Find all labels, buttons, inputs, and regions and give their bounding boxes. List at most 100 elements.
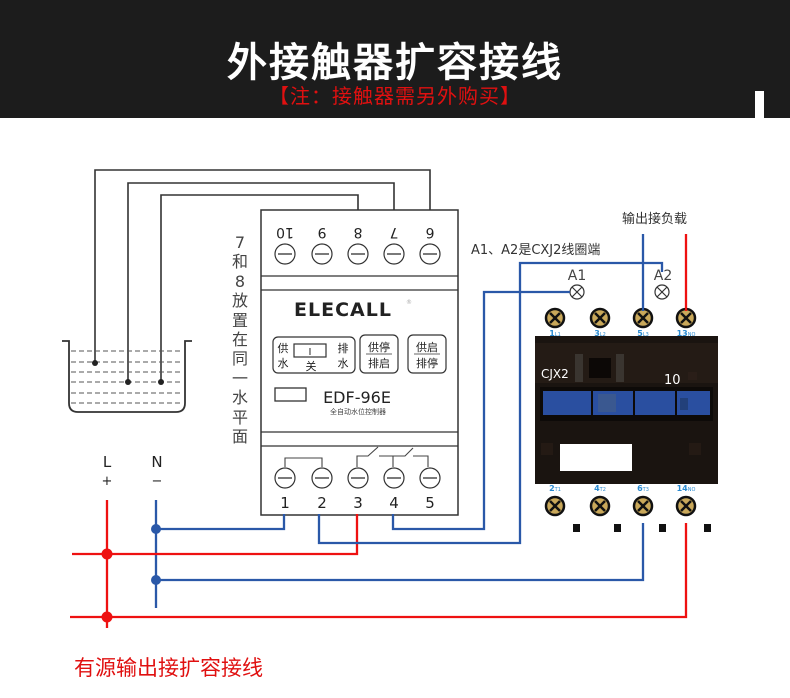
contactor-terminal-label: 1L1 xyxy=(549,329,561,338)
svg-text:供: 供 xyxy=(278,341,289,355)
mode-button-supply-stop[interactable]: 供停 排启 xyxy=(359,334,399,374)
relay-symbol xyxy=(284,446,429,467)
junction-dots xyxy=(101,524,161,623)
terminal-label: 3 xyxy=(353,494,363,512)
model-subtitle: 全自动水位控制器 xyxy=(330,407,386,416)
contactor-bottom-terminal: 4T2 xyxy=(589,484,611,517)
svg-text:关: 关 xyxy=(306,359,317,373)
contactor-screw xyxy=(544,307,566,329)
same-level-note-char: 一 xyxy=(231,368,248,388)
output-load-label: 输出接负载 xyxy=(622,211,687,227)
svg-text:排: 排 xyxy=(338,341,349,355)
coil-label-a1: A1 xyxy=(568,268,586,284)
same-level-note-char: 同 xyxy=(231,349,248,369)
contactor-terminal-label: 14NO xyxy=(677,484,696,493)
contactor-terminal-label: 5L3 xyxy=(637,329,649,338)
terminal-label: 9 xyxy=(318,224,327,240)
contactor-terminal-label: 13NO xyxy=(677,329,696,338)
junction-dot xyxy=(101,548,113,560)
top-terminal: 6 xyxy=(419,224,441,265)
junction-dot xyxy=(101,611,113,623)
bottom-terminal: 2 xyxy=(311,467,333,512)
neutral-label: N xyxy=(151,453,162,471)
wire-t4-to-a1 xyxy=(391,290,570,531)
terminal-label: 4 xyxy=(389,494,399,512)
brand-logo: ELECALL xyxy=(294,299,392,321)
contactor-screw xyxy=(675,307,697,329)
svg-text:I: I xyxy=(309,347,312,358)
contactor-screw xyxy=(589,495,611,517)
svg-text:供停: 供停 xyxy=(368,340,390,354)
probe-wires xyxy=(94,169,431,382)
svg-text:排启: 排启 xyxy=(368,356,390,370)
live-sign: + xyxy=(102,474,113,489)
contactor-bottom-terminal: 6T3 xyxy=(632,484,654,517)
contactor-terminal-label: 3L2 xyxy=(594,329,606,338)
probe-wire-long xyxy=(94,169,431,363)
probe-wire-short xyxy=(160,194,359,382)
top-terminal: 9 xyxy=(311,224,333,265)
model-label: EDF-96E xyxy=(323,388,391,407)
junction-dot xyxy=(151,575,161,585)
same-level-note-char: 水 xyxy=(231,388,248,408)
contactor-top-terminal: 5L3 xyxy=(632,307,654,338)
coil-terminal-a1 xyxy=(569,284,585,300)
registered-mark: ® xyxy=(406,299,412,306)
same-level-note-char: 平 xyxy=(231,407,248,427)
mode-switch[interactable]: 供 水 I 关 排 水 xyxy=(272,336,356,374)
top-terminal: 10 xyxy=(274,224,296,265)
wire-n-to-c6 xyxy=(156,523,645,582)
svg-text:排停: 排停 xyxy=(416,356,438,370)
coil-terminal-a2 xyxy=(654,284,670,300)
contactor-screw xyxy=(589,307,611,329)
footer-caption: 有源输出接扩容接线 xyxy=(74,656,263,680)
bottom-terminal: 5 xyxy=(419,467,441,512)
indicator-window xyxy=(274,387,307,402)
contactor-rating: 10 xyxy=(664,373,681,388)
probe-tip xyxy=(92,360,98,366)
junction-dot xyxy=(151,524,161,534)
contactor-screw xyxy=(632,495,654,517)
same-level-note-char: 8 xyxy=(234,271,246,291)
header-marker xyxy=(755,91,764,118)
contactor-terminal-label: 6T3 xyxy=(637,484,649,493)
header-note: 【注：接触器需另外购买】 xyxy=(269,84,521,108)
contactor-terminal-label: 4T2 xyxy=(594,484,606,493)
same-level-note-char: 在 xyxy=(231,330,248,350)
terminal-label: 1 xyxy=(280,494,290,512)
wires xyxy=(70,234,688,628)
probe-tip xyxy=(158,379,164,385)
svg-text:水: 水 xyxy=(338,357,349,370)
bottom-terminal: 3 xyxy=(347,467,369,512)
terminal-label: 2 xyxy=(317,494,327,512)
page-title: 外接触器扩容接线 xyxy=(227,40,563,86)
contactor-screw xyxy=(544,495,566,517)
same-level-note-char: 置 xyxy=(231,310,248,330)
contactor-label-plate xyxy=(560,444,632,471)
probe-tip xyxy=(125,379,131,385)
terminal-label: 6 xyxy=(425,224,434,240)
coil-label-a2: A2 xyxy=(654,268,672,284)
terminal-label: 5 xyxy=(425,494,435,512)
svg-text:水: 水 xyxy=(278,357,289,370)
terminal-label: 10 xyxy=(276,224,294,240)
contactor-terminal-label: 2T1 xyxy=(549,484,561,493)
live-label: L xyxy=(103,453,112,471)
contactor-top-terminal: 1L1 xyxy=(544,307,566,338)
wire-l-to-c14 xyxy=(70,523,688,619)
wire-l-to-t3 xyxy=(72,514,359,556)
contactor-screw xyxy=(632,307,654,329)
header-banner: 外接触器扩容接线 【注：接触器需另外购买】 xyxy=(0,0,790,118)
mode-button-supply-start[interactable]: 供启 排停 xyxy=(407,334,447,374)
svg-text:供启: 供启 xyxy=(416,340,438,354)
wire-n-to-t1 xyxy=(156,514,286,531)
neutral-sign: − xyxy=(152,474,163,489)
same-level-note-char: 7 xyxy=(234,233,246,252)
contactor-top-terminal: 3L2 xyxy=(589,307,611,338)
bottom-terminal: 4 xyxy=(383,467,405,512)
contactor-screw xyxy=(675,495,697,517)
